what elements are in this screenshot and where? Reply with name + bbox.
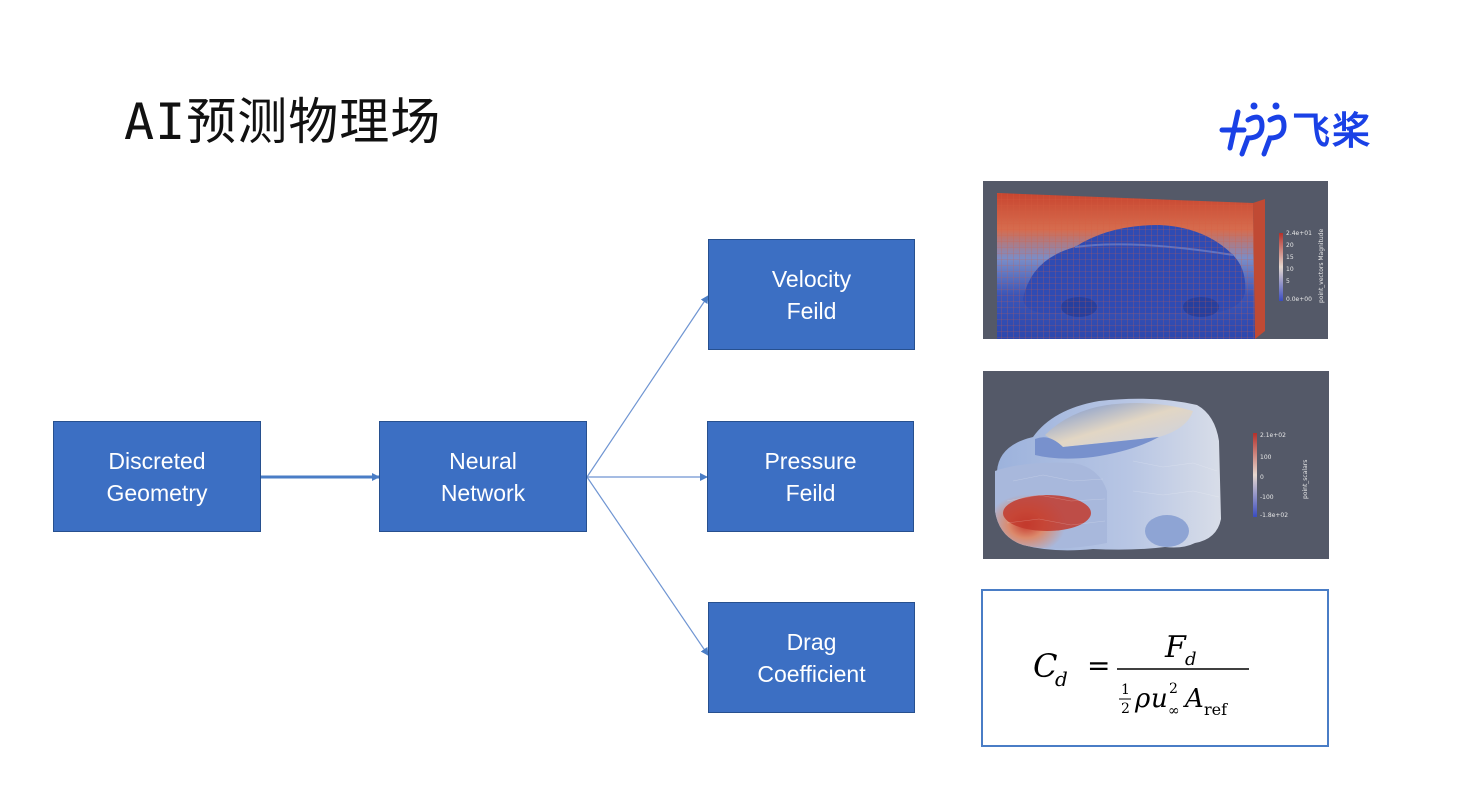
velocity-field-image: 2.4e+01 20 15 10 5 0.0e+00 point_vectors… <box>983 181 1328 339</box>
velocity-colorbar-tick: 5 <box>1286 278 1290 285</box>
formula-u: u <box>1151 684 1168 714</box>
drag-formula: C d = F d 1 2 ρ u 2 ∞ A ref <box>1033 630 1249 719</box>
node-label-line1: Pressure <box>764 447 857 474</box>
node-velocity-field: Velocity Feild <box>708 239 915 350</box>
arrow-model-to-velocity <box>586 295 709 478</box>
logo-text: 飞桨 <box>1292 109 1373 153</box>
pressure-colorbar-tick: 100 <box>1260 454 1272 461</box>
formula-a-sub: ref <box>1204 700 1228 719</box>
formula-u-sup: 2 <box>1169 681 1178 697</box>
formula-u-sub: ∞ <box>1168 703 1180 719</box>
formula-a: A <box>1183 684 1204 714</box>
pressure-colorbar-title: point_scalars <box>1302 460 1309 499</box>
arrow-model-to-drag <box>586 476 709 656</box>
pressure-colorbar-tick: -100 <box>1260 494 1274 501</box>
node-label-line2: Geometry <box>106 479 208 506</box>
node-discreted-geometry: Discreted Geometry <box>53 421 261 532</box>
velocity-colorbar-min: 0.0e+00 <box>1286 296 1312 303</box>
drag-formula-panel: C d = F d 1 2 ρ u 2 ∞ A ref <box>981 589 1329 747</box>
node-drag-coefficient: Drag Coefficient <box>708 602 915 713</box>
paddlepaddle-logo-icon <box>1219 102 1287 157</box>
formula-half-num: 1 <box>1121 682 1130 698</box>
formula-fd: F <box>1164 630 1187 665</box>
node-label-line1: Discreted <box>108 447 206 474</box>
formula-equals: = <box>1087 649 1110 682</box>
slide-title: AI预测物理场 <box>124 93 442 151</box>
formula-half-den: 2 <box>1121 701 1130 717</box>
formula-cd: C <box>1033 647 1057 685</box>
velocity-colorbar-max: 2.4e+01 <box>1286 230 1312 237</box>
pressure-colorbar-min: -1.8e+02 <box>1260 512 1288 519</box>
velocity-colorbar-tick: 10 <box>1286 266 1294 273</box>
node-label-line1: Velocity <box>771 265 852 292</box>
formula-fd-sub: d <box>1185 649 1197 670</box>
node-label-line2: Feild <box>786 297 837 324</box>
velocity-colorbar-title: point_vectors Magnitude <box>1318 229 1325 303</box>
pressure-colorbar-max: 2.1e+02 <box>1260 432 1286 439</box>
velocity-colorbar-tick: 20 <box>1286 242 1294 249</box>
pressure-field-image: 2.1e+02 100 0 -100 -1.8e+02 point_scalar… <box>983 371 1329 559</box>
node-label-line2: Feild <box>785 479 836 506</box>
node-label-line2: Coefficient <box>757 660 866 687</box>
node-label-line1: Neural <box>449 447 517 474</box>
node-neural-network: Neural Network <box>379 421 587 532</box>
node-label-line1: Drag <box>786 628 837 655</box>
node-pressure-field: Pressure Feild <box>707 421 914 532</box>
node-label-line2: Network <box>440 479 526 506</box>
formula-rho: ρ <box>1134 684 1151 714</box>
velocity-colorbar-tick: 15 <box>1286 254 1294 261</box>
formula-cd-sub: d <box>1055 667 1068 691</box>
pressure-colorbar-tick: 0 <box>1260 474 1264 481</box>
